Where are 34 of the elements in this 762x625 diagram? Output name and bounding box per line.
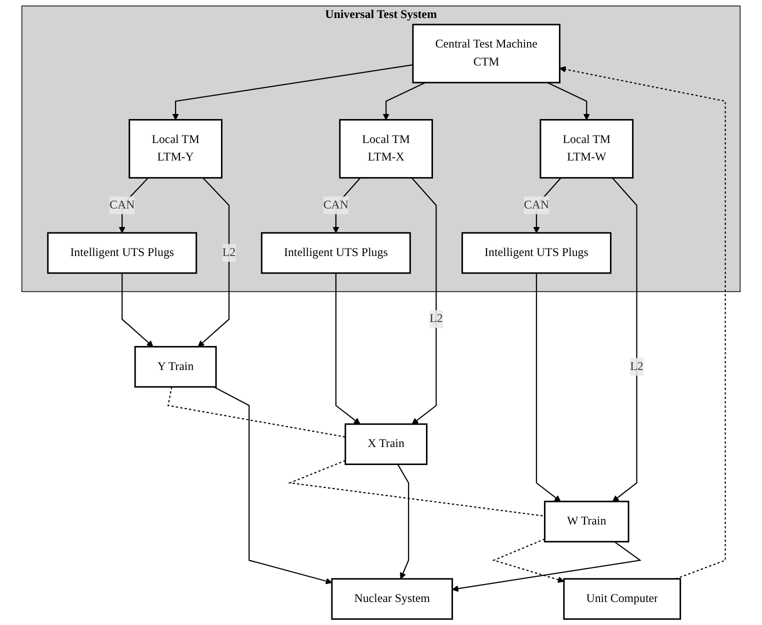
arrow	[198, 177, 230, 348]
edge-label: L2	[630, 360, 644, 373]
node-box: Unit Computer	[563, 578, 682, 620]
node-box: X Train	[344, 423, 428, 466]
node-box: Central Test Machine CTM	[412, 24, 560, 84]
arrow	[612, 177, 638, 502]
edge-label: L2	[430, 312, 443, 326]
edge-label: L2	[222, 246, 236, 259]
arrow	[452, 541, 642, 592]
arrow	[172, 64, 414, 120]
arrow	[536, 273, 561, 502]
connector	[288, 460, 545, 517]
node-box: Local TM LTM-Y	[128, 119, 222, 179]
node-box: Intelligent UTS Plugs	[461, 232, 612, 274]
node-box: Intelligent UTS Plugs	[47, 232, 198, 274]
node-box: Intelligent UTS Plugs	[260, 232, 411, 274]
edge-label: CAN	[110, 198, 135, 212]
node-box: W Train	[544, 500, 630, 542]
arrow	[122, 273, 154, 348]
node-box: Local TM LTM-X	[339, 119, 433, 179]
arrow	[213, 386, 332, 584]
arrow	[397, 464, 410, 580]
arrow	[492, 538, 564, 583]
arrow	[411, 177, 437, 424]
node-box: Y Train	[134, 346, 217, 388]
node-box: Local TM LTM-W	[540, 119, 634, 179]
node-box: Nuclear System	[331, 578, 453, 620]
edge-label: CAN	[524, 198, 550, 212]
connector	[167, 386, 346, 438]
arrow	[559, 66, 726, 580]
edge-label: CAN	[323, 198, 348, 212]
arrow	[547, 82, 590, 120]
arrow	[382, 82, 426, 120]
arrow	[335, 273, 360, 424]
